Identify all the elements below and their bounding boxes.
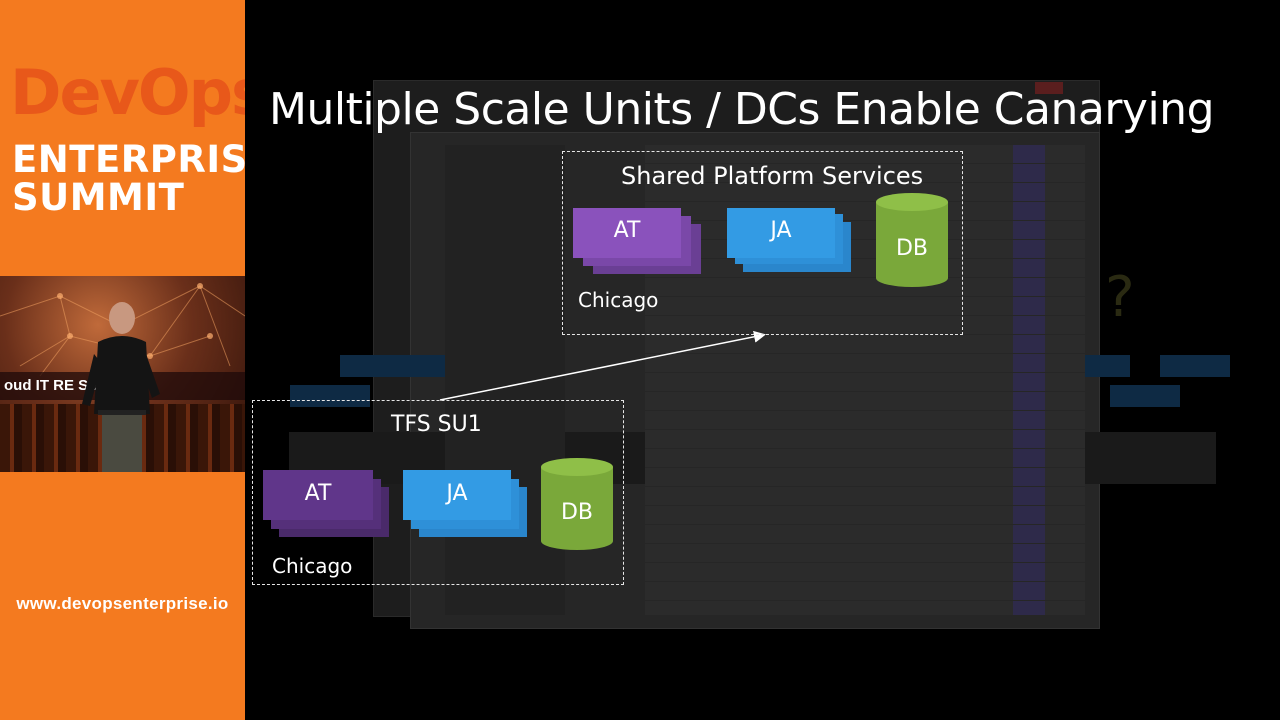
stage-network-graphic: [0, 283, 245, 377]
at-card-front: AT: [573, 208, 681, 258]
db-label: DB: [560, 500, 594, 525]
su1-location-label: Chicago: [272, 554, 353, 578]
conference-url: www.devopsenterprise.io: [16, 594, 229, 613]
background-server-column: [1013, 145, 1045, 615]
speaker-figure: [82, 302, 160, 472]
background-table-rows: [645, 145, 1085, 615]
at-label: AT: [613, 218, 641, 243]
shared-location-label: Chicago: [578, 288, 659, 312]
ja-card-front: JA: [727, 208, 835, 258]
logo-enterprise-text: ENTERPRISE: [12, 138, 274, 181]
at-card-front: AT: [263, 470, 373, 520]
connector-arrow: [439, 330, 766, 401]
slide-title: Multiple Scale Units / DCs Enable Canary…: [269, 84, 1215, 135]
ja-card-front: JA: [403, 470, 511, 520]
logo-summit-text: SUMMIT: [12, 176, 185, 219]
ja-label: JA: [770, 218, 792, 243]
background-bar: [1160, 355, 1230, 377]
devops-logo: DevOps: [10, 56, 268, 129]
at-label: AT: [304, 481, 332, 506]
database-icon: [541, 458, 613, 550]
presentation-slide: ? Multiple Scale Units / DCs Enable Cana…: [245, 0, 1280, 720]
background-question-mark-icon: ?: [1105, 265, 1135, 330]
tfs-su1-box: TFS SU1 Chicago AT JA DB: [252, 400, 624, 585]
background-bar: [290, 385, 370, 407]
background-bar: [1110, 385, 1180, 407]
db-label: DB: [895, 236, 929, 261]
ja-label: JA: [446, 481, 468, 506]
background-close-icon: [1035, 82, 1063, 94]
speaker-video: oud IT RE SS: [0, 276, 245, 472]
database-icon: [876, 193, 948, 287]
tfs-su1-title: TFS SU1: [391, 412, 482, 437]
shared-platform-services-box: Shared Platform Services Chicago AT JA D…: [562, 151, 963, 335]
conference-sidebar: DevOps ENTERPRISE SUMMIT oud IT RE SS: [0, 0, 274, 720]
shared-platform-services-title: Shared Platform Services: [621, 162, 924, 190]
